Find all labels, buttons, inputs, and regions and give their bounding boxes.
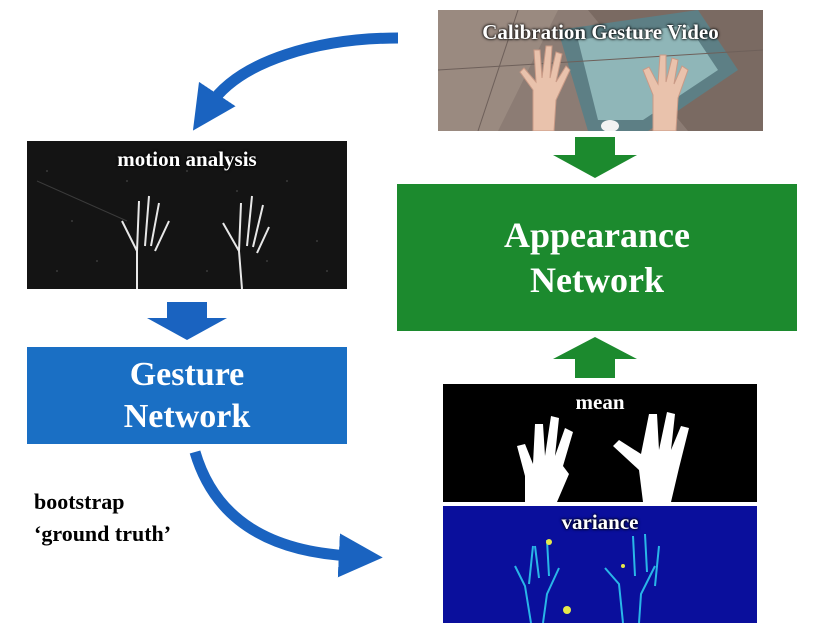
motion-analysis-caption: motion analysis bbox=[117, 147, 257, 171]
arrow-motion-to-gesture bbox=[147, 302, 227, 340]
gesture-network-line2: Network bbox=[123, 397, 251, 435]
appearance-network-line2: Network bbox=[530, 259, 664, 300]
bootstrap-label: bootstrap ‘ground truth’ bbox=[34, 486, 171, 550]
mean-image bbox=[443, 384, 757, 502]
variance-panel: variance bbox=[443, 506, 757, 623]
variance-caption: variance bbox=[561, 510, 639, 534]
variance-image bbox=[443, 506, 757, 623]
gesture-network-box: Gesture Network bbox=[27, 347, 347, 444]
motion-analysis-image bbox=[27, 141, 347, 289]
arrow-gesture-to-appearance-data bbox=[189, 450, 383, 578]
arrow-video-to-appearance bbox=[553, 137, 637, 178]
arrow-mean-to-appearance bbox=[553, 337, 637, 378]
mean-caption: mean bbox=[575, 390, 625, 414]
gesture-network-line1: Gesture bbox=[129, 355, 245, 393]
calibration-video-panel: Calibration Gesture Video bbox=[438, 10, 763, 131]
mean-panel: mean bbox=[443, 384, 757, 502]
bootstrap-line2: ‘ground truth’ bbox=[34, 521, 172, 546]
motion-analysis-panel: motion analysis bbox=[27, 141, 347, 289]
arrow-video-to-motion bbox=[192, 32, 399, 131]
calibration-video-caption: Calibration Gesture Video bbox=[482, 20, 719, 44]
bootstrap-line1: bootstrap bbox=[34, 489, 125, 514]
appearance-network-box: Appearance Network bbox=[397, 184, 797, 331]
appearance-network-line1: Appearance bbox=[504, 214, 690, 255]
calibration-video-image bbox=[438, 10, 763, 131]
